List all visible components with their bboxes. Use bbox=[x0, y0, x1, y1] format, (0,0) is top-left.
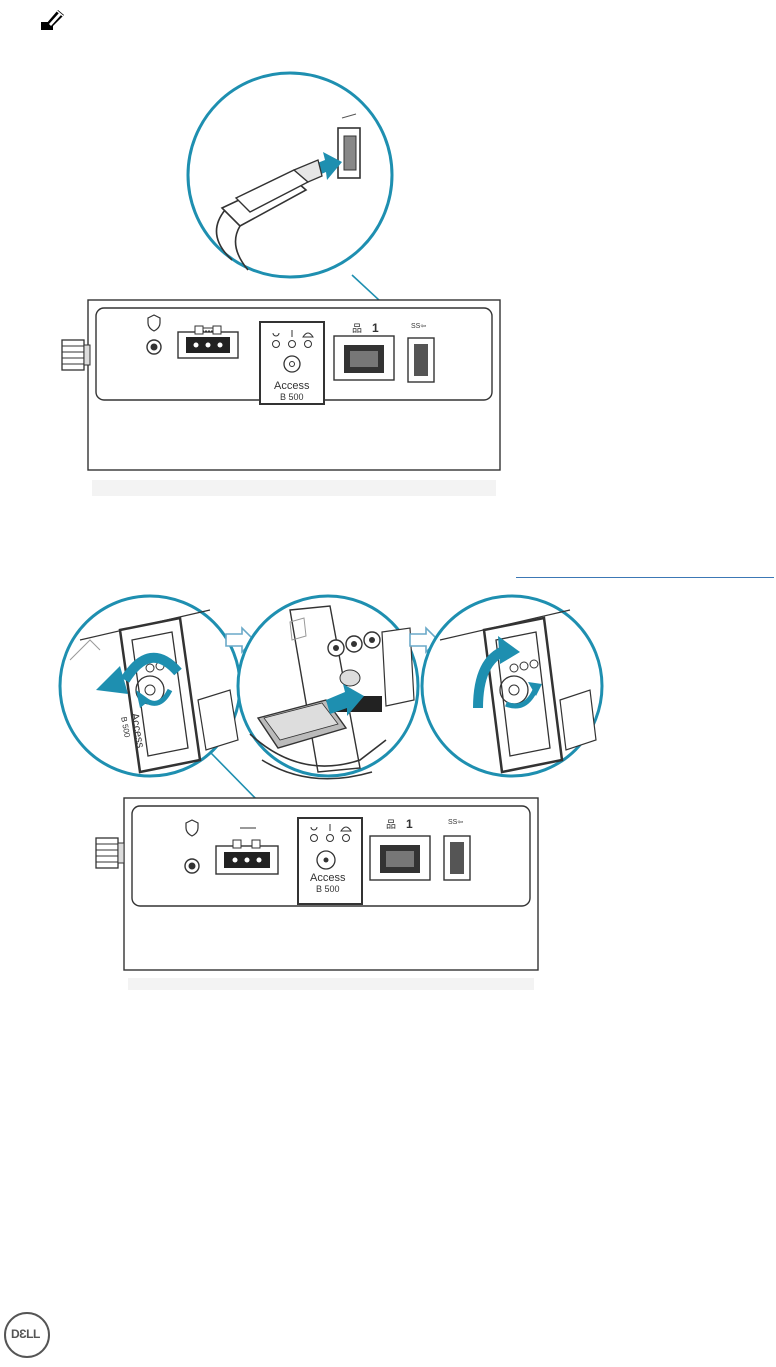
lan-number-label-2: 1 bbox=[406, 817, 413, 831]
access-label-2-line1: Access bbox=[310, 872, 345, 884]
figure-sim-card-install: 品 Access B 500 1 SS⇦ Access B 500 bbox=[0, 590, 776, 990]
dell-logo-text: DƐLL bbox=[11, 1327, 40, 1341]
step2-insert-sim-circle bbox=[238, 596, 418, 779]
access-label-2-line2: B 500 bbox=[316, 884, 340, 894]
step3-close-cover-circle bbox=[422, 596, 602, 776]
access-label-line2: B 500 bbox=[280, 392, 304, 402]
step1-open-cover-circle bbox=[60, 596, 240, 776]
access-label-line1: Access bbox=[274, 380, 309, 392]
figure-usb-connection: 品 1 SS⇦ Access B 500 bbox=[0, 60, 776, 510]
svg-text:品: 品 bbox=[352, 323, 362, 335]
note-pencil-icon bbox=[40, 6, 66, 32]
lan-number-label: 1 bbox=[372, 321, 379, 335]
hyperlink-underline[interactable] bbox=[516, 577, 774, 578]
usb-port-label: SS⇦ bbox=[411, 322, 426, 330]
svg-text:品: 品 bbox=[386, 819, 396, 831]
usb-port-label-2: SS⇦ bbox=[448, 818, 463, 826]
dell-logo: DƐLL bbox=[2, 1310, 52, 1360]
usb-callout-circle bbox=[188, 73, 392, 277]
device-body-2: 品 bbox=[96, 798, 538, 990]
